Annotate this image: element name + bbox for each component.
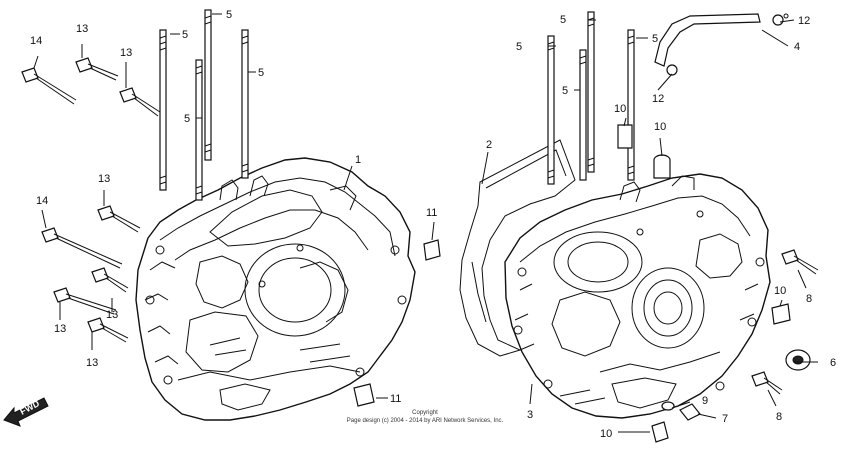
- callout-5: 5: [184, 113, 190, 125]
- drain-bolt[interactable]: [679, 403, 701, 421]
- callout-14: 14: [36, 195, 48, 207]
- callout-8: 8: [776, 411, 782, 423]
- callout-11: 11: [390, 393, 401, 405]
- callout-10: 10: [614, 103, 626, 115]
- leader-lines: [33, 13, 818, 433]
- callout-3: 3: [527, 409, 533, 421]
- breather-tube[interactable]: [654, 13, 761, 67]
- callout-2: 2: [486, 139, 492, 151]
- sealing-washer[interactable]: [661, 401, 675, 411]
- callout-10: 10: [774, 285, 786, 297]
- callout-8: 8: [806, 293, 812, 305]
- callout-13: 13: [76, 23, 88, 35]
- callout-13: 13: [86, 357, 98, 369]
- callout-10: 10: [654, 121, 666, 133]
- callout-13: 13: [120, 47, 132, 59]
- callout-5: 5: [516, 41, 522, 53]
- left-bolts[interactable]: [21, 57, 161, 343]
- callout-5: 5: [562, 85, 568, 97]
- copyright-line-1: Copyright: [412, 410, 438, 416]
- callout-9: 9: [702, 395, 708, 407]
- right-stud-bolts[interactable]: [547, 11, 635, 185]
- callout-5: 5: [182, 29, 188, 41]
- right-bolts[interactable]: [751, 249, 819, 395]
- fwd-arrow: FWD: [3, 397, 49, 427]
- callout-13: 13: [98, 173, 110, 185]
- callout-7: 7: [722, 413, 728, 425]
- callout-5: 5: [652, 33, 658, 45]
- crankcase-gasket[interactable]: [459, 139, 576, 357]
- copyright-line-2: Page design (c) 2004 - 2014 by ARI Netwo…: [347, 418, 504, 424]
- oil-seal[interactable]: [785, 349, 811, 371]
- callout-14: 14: [30, 35, 42, 47]
- callout-1: 1: [355, 154, 361, 166]
- dowel-pins[interactable]: [353, 124, 791, 443]
- right-crankcase-half[interactable]: [504, 173, 771, 419]
- callout-5: 5: [258, 67, 264, 79]
- callout-10: 10: [600, 428, 612, 440]
- left-stud-bolts[interactable]: [159, 9, 249, 201]
- callout-12: 12: [652, 93, 664, 105]
- callout-5: 5: [560, 14, 566, 26]
- tube-clamps[interactable]: [666, 13, 789, 76]
- callout-13: 13: [54, 323, 66, 335]
- copyright-notice: Copyright Page design (c) 2004 - 2014 by…: [347, 410, 504, 424]
- left-crankcase-half[interactable]: [135, 157, 416, 421]
- callout-4: 4: [794, 41, 800, 53]
- callout-12: 12: [798, 15, 810, 27]
- callout-labels: 1 2 3 4 5 5 5 5 5 5 5 5 6 7 8 8 9 10 10 …: [30, 9, 836, 440]
- callout-11: 11: [426, 207, 437, 219]
- callout-5: 5: [226, 9, 232, 21]
- callout-6: 6: [830, 357, 836, 369]
- callout-13: 13: [106, 309, 118, 321]
